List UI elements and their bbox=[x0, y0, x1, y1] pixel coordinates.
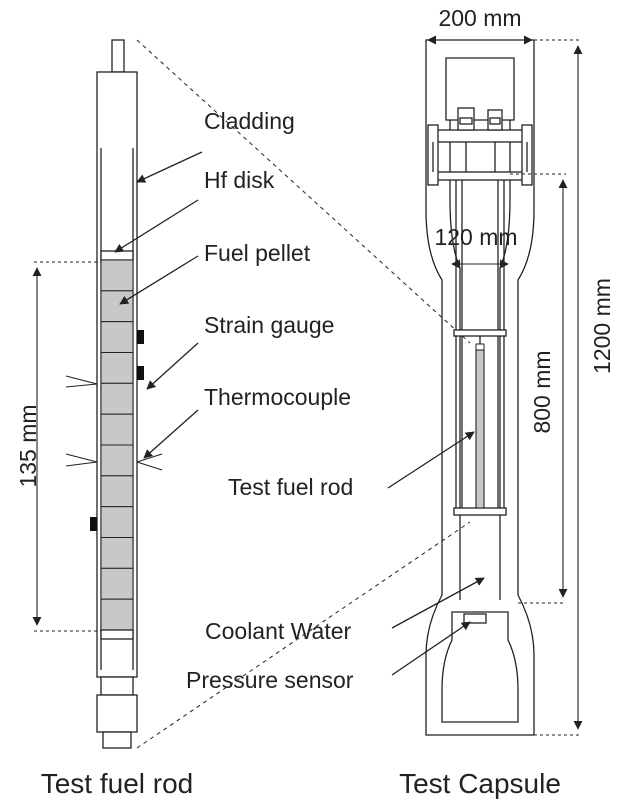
capsule-height-dimension bbox=[534, 39, 583, 736]
test-fuel-rod-drawing bbox=[96, 39, 138, 749]
rod-length-label: 135 mm bbox=[15, 404, 41, 487]
rod-bottom-fitting bbox=[96, 694, 138, 733]
capsule-width-label: 200 mm bbox=[438, 5, 521, 31]
inner-width-label: 120 mm bbox=[434, 224, 517, 250]
inner-height-dimension bbox=[510, 173, 568, 604]
strain-gauge-1 bbox=[137, 330, 144, 344]
caption-test-fuel-rod: Test fuel rod bbox=[41, 768, 194, 799]
cladding-label: Cladding bbox=[204, 108, 295, 134]
fuel-pellet bbox=[100, 598, 134, 631]
strain-gauge-3 bbox=[90, 517, 97, 531]
fuel-pellet bbox=[100, 537, 134, 569]
fuel-pellet bbox=[100, 506, 134, 539]
fuel-pellet bbox=[100, 321, 134, 354]
capsule-top-cavity bbox=[445, 57, 515, 121]
hf-disk-bottom bbox=[100, 629, 134, 640]
right-leader-arrows bbox=[387, 431, 485, 676]
fuel-pellet-label: Fuel pellet bbox=[204, 240, 311, 266]
test-fuel-rod-label: Test fuel rod bbox=[228, 474, 353, 500]
strain-gauge-2 bbox=[137, 366, 144, 380]
caption-test-capsule: Test Capsule bbox=[399, 768, 561, 799]
coolant-water-label: Coolant Water bbox=[205, 618, 351, 644]
rod-bottom-pin bbox=[102, 731, 132, 749]
rod-length-dimension bbox=[32, 261, 101, 632]
fuel-pellet bbox=[100, 444, 134, 477]
rod-top-pin bbox=[111, 39, 125, 73]
fuel-pellet bbox=[100, 259, 134, 292]
hf-disk-label: Hf disk bbox=[204, 167, 275, 193]
projection-lines bbox=[136, 39, 471, 749]
capsule-height-label: 1200 mm bbox=[589, 278, 615, 374]
strain-gauge-label: Strain gauge bbox=[204, 312, 334, 338]
fuel-pellet bbox=[100, 413, 134, 446]
pressure-sensor-label: Pressure sensor bbox=[186, 667, 354, 693]
rod-bottom-connector bbox=[100, 676, 134, 696]
left-leader-arrows bbox=[114, 151, 203, 459]
pressure-sensor bbox=[463, 613, 487, 624]
inner-height-label: 800 mm bbox=[529, 350, 555, 433]
fuel-pellet bbox=[100, 475, 134, 508]
fuel-pellet bbox=[100, 290, 134, 323]
hf-disk-top bbox=[100, 250, 134, 261]
fuel-pellet bbox=[100, 352, 134, 384]
thermocouple-label: Thermocouple bbox=[204, 384, 351, 410]
thermocouple-wires bbox=[65, 375, 163, 471]
capsule-fuel-rod bbox=[475, 349, 485, 509]
fuel-pellet-stack bbox=[100, 259, 134, 631]
capsule-lid-flange bbox=[431, 129, 529, 143]
capsule-bottom-cavity bbox=[441, 611, 519, 723]
fuel-pellet bbox=[100, 567, 134, 600]
fuel-pellet bbox=[100, 382, 134, 415]
